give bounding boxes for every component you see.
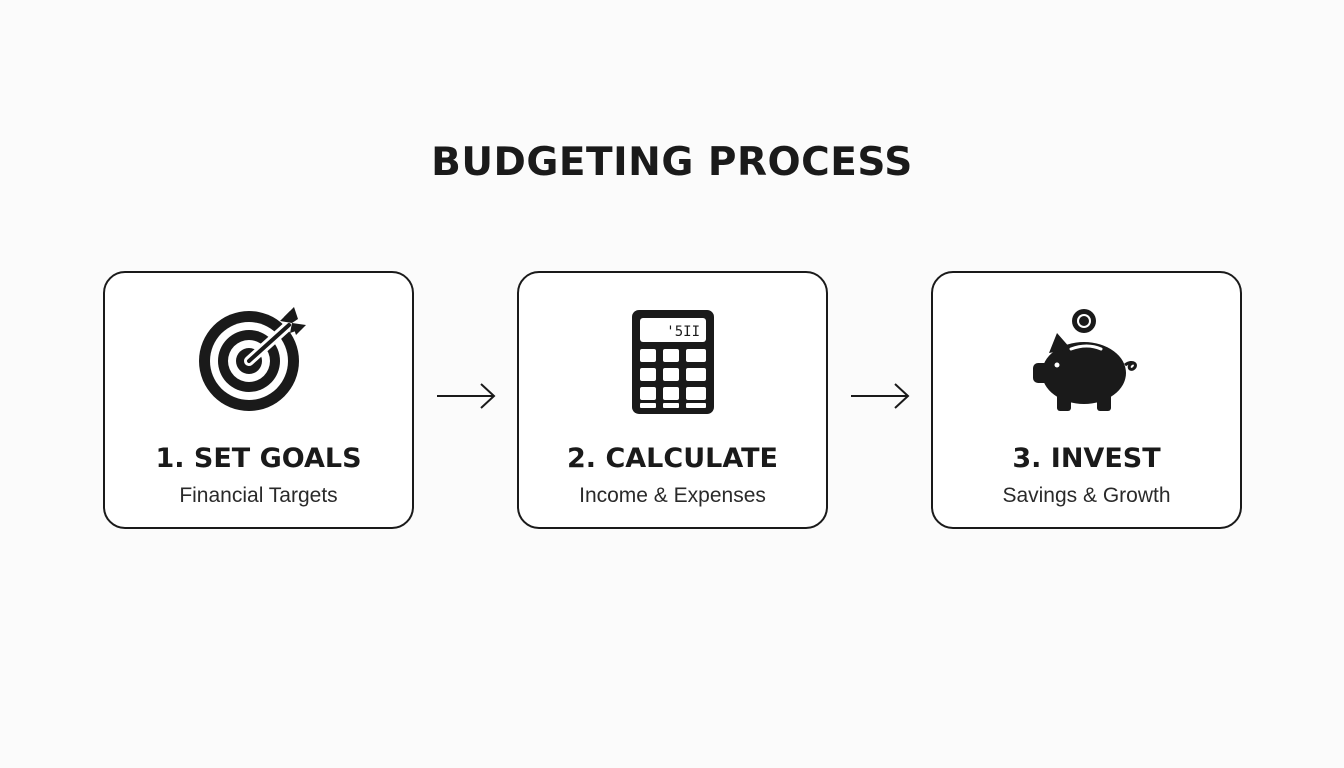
step-card-set-goals: 1. SET GOALS Financial Targets: [103, 271, 414, 529]
right-arrow-icon: [437, 383, 496, 409]
diagram-title: BUDGETING PROCESS: [431, 140, 913, 185]
target-icon: [105, 303, 412, 418]
calculator-icon: '5II: [519, 303, 826, 418]
step-title: 1. SET GOALS: [155, 443, 362, 474]
step-subtitle: Savings & Growth: [1002, 484, 1171, 507]
step-card-calculate: '5II 2. CALCULATE Income & Expenses: [517, 271, 828, 529]
step-card-invest: 3. INVEST Savings & Growth: [931, 271, 1242, 529]
step-subtitle: Financial Targets: [179, 484, 338, 507]
step-title: 3. INVEST: [1012, 443, 1161, 474]
calculator-display: '5II: [666, 324, 700, 340]
right-arrow-icon: [851, 383, 910, 409]
step-subtitle: Income & Expenses: [579, 484, 766, 507]
step-title: 2. CALCULATE: [567, 443, 778, 474]
piggy-bank-icon: [933, 303, 1240, 418]
